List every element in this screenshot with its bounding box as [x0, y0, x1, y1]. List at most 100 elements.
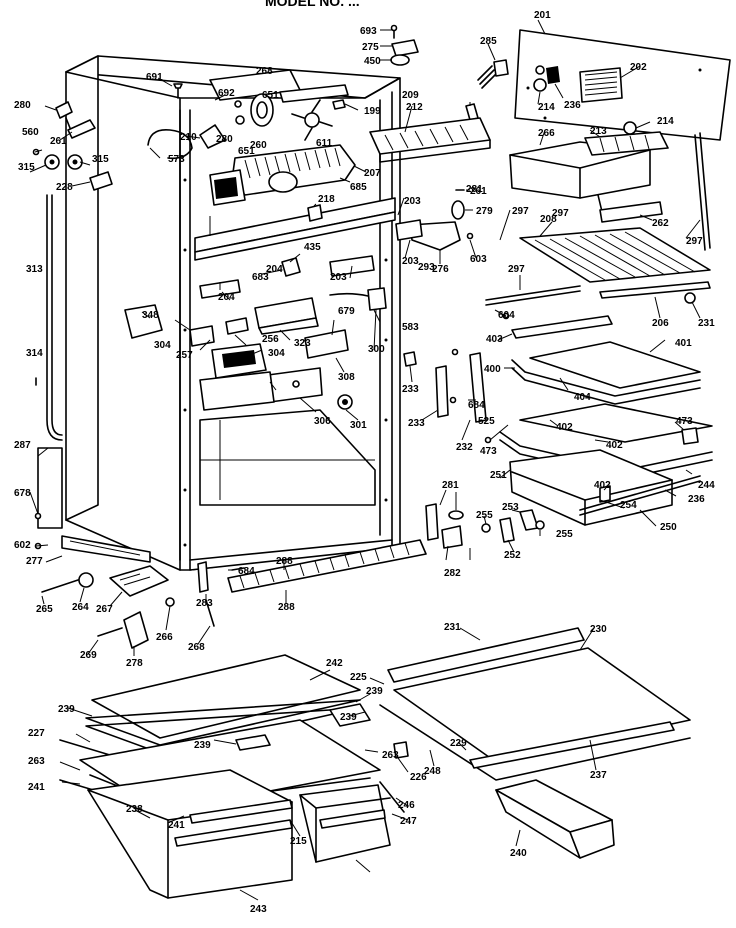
part-label: 611	[316, 138, 333, 149]
part-label: 233	[402, 384, 419, 395]
part-label: 473	[676, 416, 693, 427]
part-label: 293	[418, 262, 435, 273]
part-label: 239	[366, 686, 383, 697]
part-label: 214	[657, 116, 674, 127]
part-label: 255	[556, 529, 573, 540]
part-label: 401	[675, 338, 692, 349]
part-label: 239	[340, 712, 357, 723]
part-label: 203	[330, 272, 347, 283]
part-label: 201	[534, 10, 551, 21]
part-label: 693	[360, 26, 377, 37]
part-label: 251	[490, 470, 507, 481]
part-label: 402	[594, 480, 611, 491]
part-label: 313	[26, 264, 43, 275]
part-label: 236	[688, 494, 705, 505]
part-label: 323	[294, 338, 311, 349]
part-label: 247	[400, 816, 417, 827]
part-label: 277	[26, 556, 43, 567]
part-label: 678	[14, 488, 31, 499]
part-label: 267	[96, 604, 113, 615]
part-label: 276	[432, 264, 449, 275]
part-label: 683	[252, 272, 269, 283]
top-controls	[147, 69, 356, 206]
part-label: 268	[188, 642, 205, 653]
part-label: 297	[508, 264, 525, 275]
part-label: 679	[338, 306, 355, 317]
part-label: 269	[80, 650, 97, 661]
part-label: 404	[574, 392, 591, 403]
part-label: 231	[698, 318, 715, 329]
part-label: 199	[364, 106, 381, 117]
part-label: 281	[466, 184, 483, 195]
part-label: 314	[26, 348, 43, 359]
part-label: 264	[72, 602, 89, 613]
part-label: 243	[250, 904, 267, 915]
part-label: 229	[450, 738, 467, 749]
part-label: 573	[168, 154, 185, 165]
part-label: 315	[92, 154, 109, 165]
part-label: 525	[478, 416, 495, 427]
part-label: 281	[442, 480, 459, 491]
part-label: 435	[304, 242, 321, 253]
part-label: 248	[424, 766, 441, 777]
part-label: 560	[22, 127, 39, 138]
part-label: 315	[18, 162, 35, 173]
part-label: 250	[660, 522, 677, 533]
fresh-food-shelves	[403, 312, 713, 549]
part-label: 233	[408, 418, 425, 429]
part-label: 651	[262, 90, 279, 101]
part-label: 260	[250, 140, 267, 151]
lower-shelves	[59, 627, 691, 899]
part-label: 280	[14, 100, 31, 111]
part-label: 214	[538, 102, 555, 113]
part-label: 268	[256, 66, 273, 77]
part-label: 237	[590, 770, 607, 781]
part-label: 306	[314, 416, 331, 427]
part-label: 263	[28, 756, 45, 767]
part-label: 283	[196, 598, 213, 609]
part-label: 583	[402, 322, 419, 333]
diagram-title: MODEL NO. ...	[265, 0, 360, 9]
part-label: 602	[14, 540, 31, 551]
part-label: 230	[590, 624, 607, 635]
part-label: 297	[512, 206, 529, 217]
part-label: 238	[126, 804, 143, 815]
part-label: 239	[58, 704, 75, 715]
part-label: 287	[14, 440, 31, 451]
part-label: 651	[238, 146, 255, 157]
part-label: 246	[398, 800, 415, 811]
part-label: 261	[470, 186, 487, 197]
part-label: 450	[364, 56, 381, 67]
part-label: 241	[28, 782, 45, 793]
part-label: 254	[620, 500, 637, 511]
part-label: 308	[338, 372, 355, 383]
part-label: 252	[504, 550, 521, 561]
part-label: 266	[156, 632, 173, 643]
part-label: 203	[402, 256, 419, 267]
part-label: 215	[290, 836, 307, 847]
part-label: 262	[652, 218, 669, 229]
part-label: 285	[480, 36, 497, 47]
part-label: 261	[50, 136, 67, 147]
part-label: 402	[606, 440, 623, 451]
part-label: 282	[444, 568, 461, 579]
part-label: 231	[444, 622, 461, 633]
part-label: 242	[326, 658, 343, 669]
part-label: 207	[364, 168, 381, 179]
part-label: 210	[180, 132, 197, 143]
part-label: 239	[194, 740, 211, 751]
part-label: 402	[556, 422, 573, 433]
part-label: 288	[276, 556, 293, 567]
leader-lines	[29, 19, 701, 901]
part-label: 685	[350, 182, 367, 193]
part-label: 204	[266, 264, 283, 275]
part-label: 604	[498, 310, 515, 321]
part-label: 278	[126, 658, 143, 669]
part-label: 225	[350, 672, 367, 683]
part-label: 209	[402, 90, 419, 101]
part-label: 603	[470, 254, 487, 265]
part-label: 218	[318, 194, 335, 205]
part-label: 266	[538, 128, 555, 139]
